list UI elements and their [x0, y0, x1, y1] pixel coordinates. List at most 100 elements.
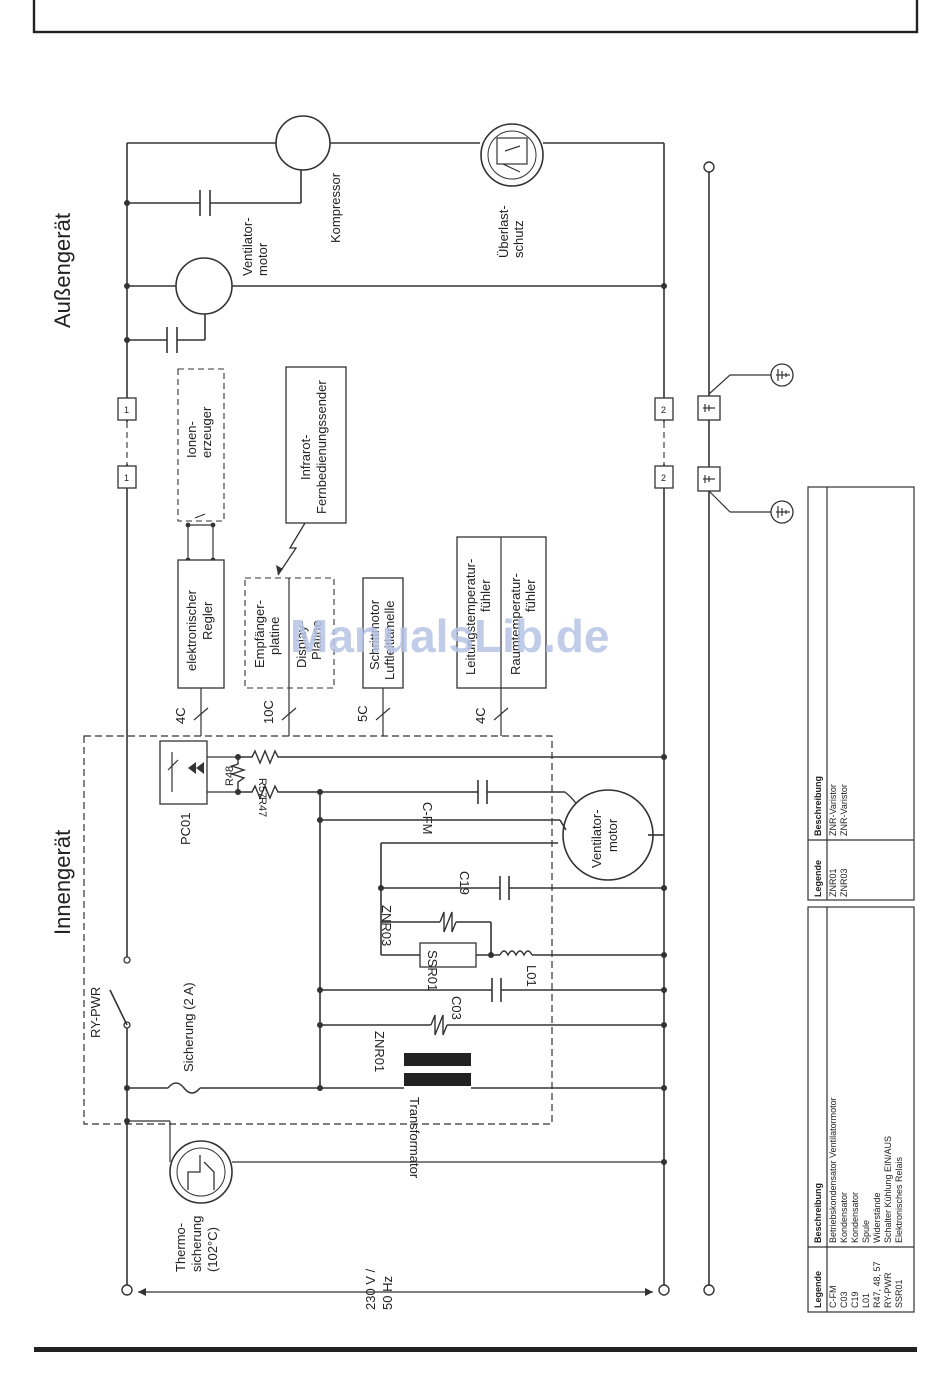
indoor-unit-label: Innengerät: [50, 830, 75, 935]
pipe-sensor-label-1: Leitungstemperatur-: [463, 559, 478, 675]
svg-text:Betriebskondensator Ventilator: Betriebskondensator Ventilatormotor: [828, 1097, 838, 1243]
compressor-label: Kompressor: [328, 172, 343, 243]
znr01-varistor: [320, 1014, 664, 1036]
louver-label-2: Luftleitlamelle: [382, 601, 397, 681]
znr01-label: ZNR01: [372, 1031, 387, 1072]
l01-label: L01: [524, 965, 539, 987]
receiver-label-1: Empfänger-: [252, 600, 267, 668]
svg-text:Legende: Legende: [813, 1271, 823, 1308]
louver-label-1: Schrittmotor: [367, 599, 382, 670]
indoor-fan-label-1: Ventilator-: [589, 809, 604, 868]
thermo-label-1: Thermo-: [173, 1223, 188, 1272]
svg-text:ZNR03: ZNR03: [839, 868, 849, 897]
svg-text:Schalter Kühlung EIN/AUS: Schalter Kühlung EIN/AUS: [883, 1136, 893, 1243]
svg-text:Widerstände: Widerstände: [872, 1192, 882, 1243]
terminal-earth-icons: [703, 404, 715, 483]
cfm-label: C-FM: [420, 802, 435, 835]
controller-box: [177, 559, 225, 689]
compressor-symbol: [275, 115, 331, 171]
ionizer-switch: [187, 513, 214, 560]
pipe-sensor-label-2: fühler: [478, 579, 493, 612]
outdoor-unit-label: Außengerät: [50, 213, 75, 328]
fuse-symbol: [127, 1082, 320, 1094]
overload-label-2: schutz: [511, 220, 526, 258]
indoor-board-border: [83, 735, 553, 1125]
remote-label-1: Infrarot-: [298, 434, 313, 480]
l01-coil: [499, 950, 533, 957]
transformer-symbol: [320, 1053, 664, 1089]
display-label-1: Display-: [294, 621, 309, 668]
r47-label: R47: [256, 797, 268, 817]
svg-text:Elektronisches Relais: Elektronisches Relais: [894, 1156, 904, 1243]
pc01-optocoupler: [159, 740, 238, 805]
c03-label: C03: [449, 996, 464, 1020]
svg-text:R47, 48, 57: R47, 48, 57: [872, 1261, 882, 1308]
svg-text:2: 2: [661, 473, 666, 483]
connector-4c-a: 4C: [173, 707, 188, 724]
svg-text:ZNR01: ZNR01: [828, 868, 838, 897]
svg-text:C-FM: C-FM: [828, 1286, 838, 1309]
pc01-label: PC01: [178, 812, 193, 845]
fuse-label: Sicherung (2 A): [181, 982, 196, 1072]
indoor-fan-label-2: motor: [605, 818, 620, 852]
earth-symbol-lower: [770, 500, 794, 524]
svg-text:Kondensator: Kondensator: [839, 1192, 849, 1243]
c19-capacitor: [381, 876, 664, 900]
relay-label: RY-PWR: [88, 987, 103, 1038]
svg-text:1: 1: [124, 405, 129, 415]
ssr01-relay: [381, 942, 500, 968]
main-wiring: [126, 142, 782, 1290]
thermo-label-3: (102°C): [205, 1227, 220, 1272]
connector-4c-b: 4C: [473, 707, 488, 724]
ionizer-label-2: erzeuger: [199, 406, 214, 458]
connector-5c: 5C: [355, 705, 370, 722]
display-label-2: Platine: [309, 620, 324, 660]
thermo-label-2: sicherung: [189, 1216, 204, 1272]
controller-label-2: Regler: [200, 601, 215, 640]
c19-label: C19: [457, 871, 472, 895]
legend-table-main: Legende Beschreibung C-FM Betriebskonden…: [807, 906, 915, 1313]
header-frame: [32, 0, 919, 34]
svg-text:Beschreibung: Beschreibung: [813, 776, 823, 836]
svg-text:ZNR-Varistor: ZNR-Varistor: [839, 784, 849, 836]
transformer-label: Transformator: [407, 1097, 422, 1179]
overload-label-1: Überlast-: [496, 205, 511, 258]
c03-capacitor: [320, 978, 664, 1002]
svg-text:C19: C19: [850, 1291, 860, 1308]
footer-rule: [34, 1347, 917, 1352]
thermal-fuse-symbol: [127, 1120, 664, 1204]
svg-text:2: 2: [661, 405, 666, 415]
supply-voltage: 230 V /: [363, 1268, 378, 1310]
watermark: ManualsLib.de: [290, 610, 609, 662]
room-sensor-label-2: fühler: [523, 579, 538, 612]
svg-text:ZNR-Varistor: ZNR-Varistor: [828, 784, 838, 836]
r48-label: R48: [224, 766, 236, 786]
outdoor-fan-label-1: Ventilator-: [240, 217, 255, 276]
svg-text:Legende: Legende: [813, 860, 823, 897]
svg-text:1: 1: [124, 473, 129, 483]
znr03-varistor: [381, 911, 492, 955]
overload-protector: [480, 123, 544, 187]
remote-label-2: Fernbedienungssender: [314, 380, 329, 514]
terminal-block: 1 1 2 2: [117, 395, 721, 492]
connector-10c: 10C: [261, 700, 276, 724]
svg-text:Beschreibung: Beschreibung: [813, 1183, 823, 1243]
svg-text:RY-PWR: RY-PWR: [883, 1272, 893, 1308]
r57-label: R57: [256, 778, 268, 798]
earth-symbol-upper: [770, 363, 794, 387]
svg-text:Spule: Spule: [861, 1220, 871, 1243]
supply-terminals: [121, 161, 715, 1296]
ionizer-box: [177, 368, 225, 522]
receiver-label-2: platine: [267, 617, 282, 655]
legend-table-small: Legende Beschreibung ZNR01 ZNR-Varistor …: [807, 486, 915, 901]
svg-text:SSR01: SSR01: [894, 1279, 904, 1308]
svg-text:L01: L01: [861, 1293, 871, 1308]
znr03-label: ZNR03: [379, 905, 394, 946]
ionizer-label-1: Ionen-: [184, 421, 199, 458]
resistors: [229, 749, 664, 800]
board-connectors: [193, 688, 509, 736]
svg-text:C03: C03: [839, 1291, 849, 1308]
outdoor-fan-label-2: motor: [255, 242, 270, 276]
remote-box: [285, 366, 347, 524]
supply-frequency: 50 Hz: [380, 1276, 395, 1310]
